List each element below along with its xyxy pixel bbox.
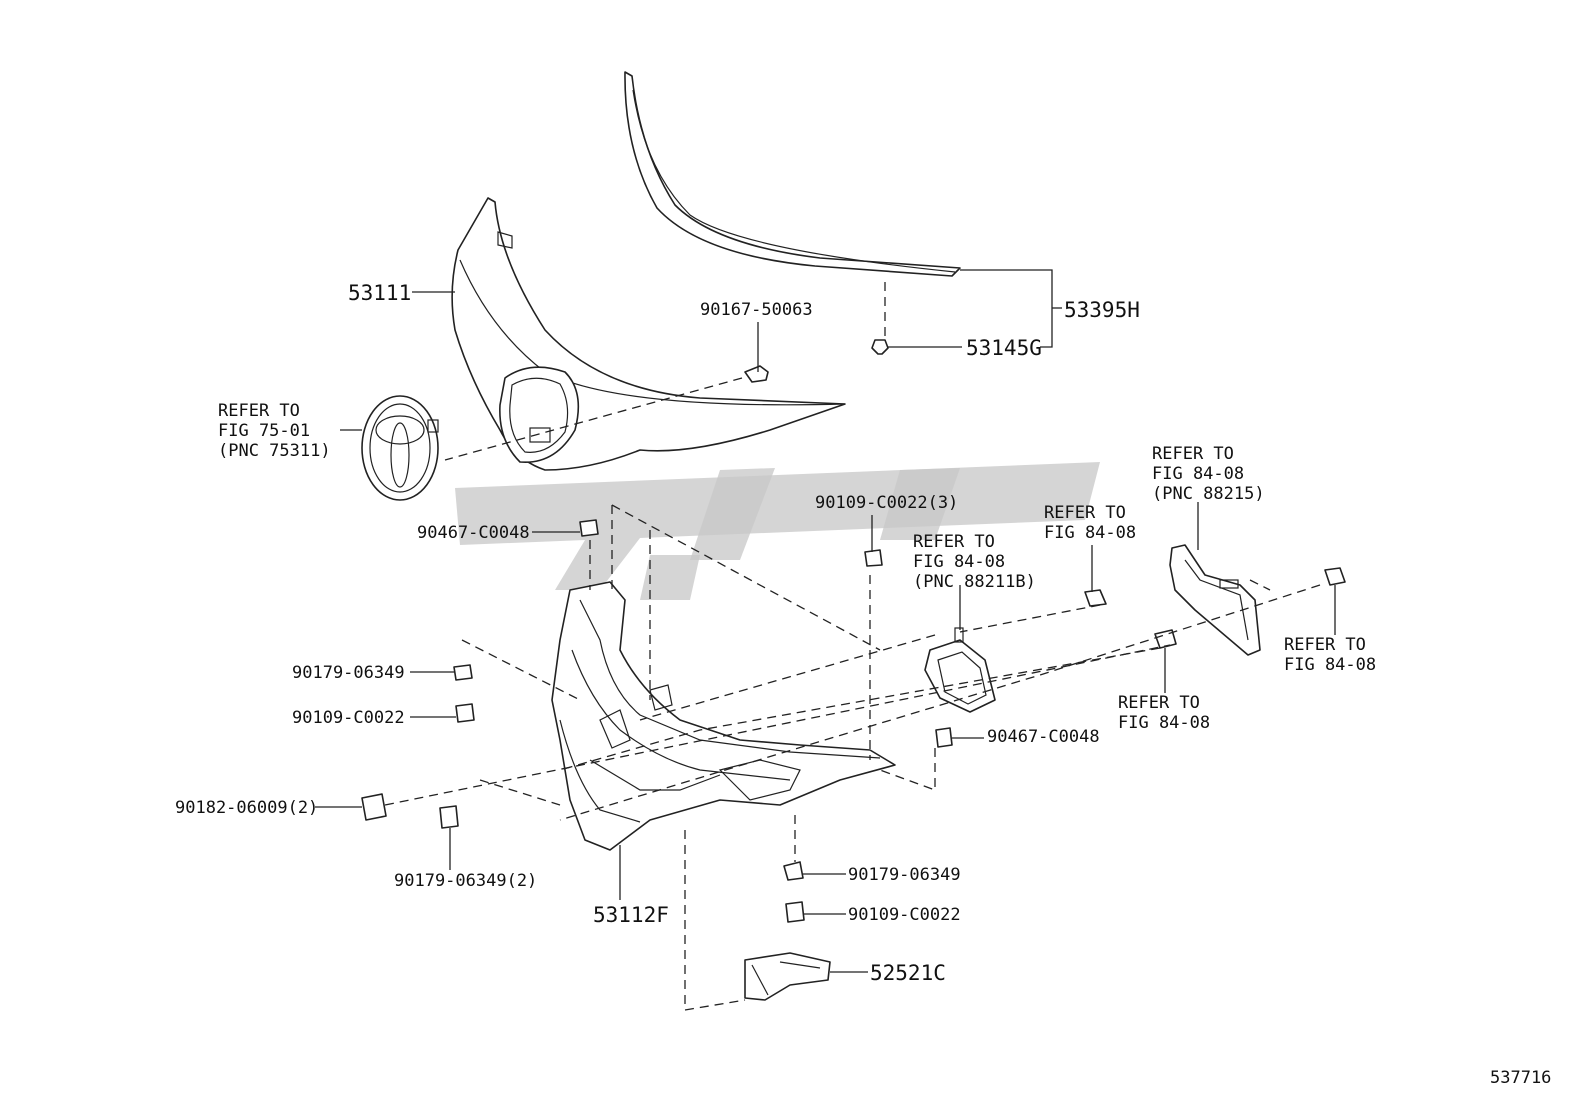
label-nut-bottom: 90179-06349 (848, 865, 961, 885)
label-clip: 53145G (966, 336, 1042, 360)
toyota-emblem (361, 395, 439, 501)
right-bracket (1169, 544, 1261, 656)
label-bolt-ref-right-1: REFER TO (1284, 635, 1366, 655)
upper-grille (451, 197, 846, 471)
label-bracket-ref-1: REFER TO (1152, 444, 1234, 464)
label-grille-lower: 53112F (593, 903, 669, 927)
label-bolt-set3: 90109-C0022(3) (815, 493, 958, 513)
label-sensor-ref-1: REFER TO (913, 532, 995, 552)
leader-lines (315, 269, 1336, 973)
label-sensor-ref-2: FIG 84-08 (913, 552, 1005, 572)
label-screw-upper: 90167-50063 (700, 300, 813, 320)
label-grille-upper: 53111 (348, 281, 411, 305)
label-bolt-bottom: 90109-C0022 (848, 905, 961, 925)
sensor-bracket (924, 627, 996, 713)
label-bolt-ref-mid-1: REFER TO (1118, 693, 1200, 713)
label-emblem-ref-3: (PNC 75311) (218, 441, 331, 461)
diagram-id: 537716 (1490, 1068, 1551, 1088)
label-bolt-ref-a-2: FIG 84-08 (1044, 523, 1136, 543)
bottom-bracket (744, 952, 831, 1001)
label-nut-left: 90179-06349 (292, 663, 405, 683)
label-bracket-ref-3: (PNC 88215) (1152, 484, 1265, 504)
label-bracket-bottom: 52521C (870, 961, 946, 985)
label-emblem-ref-1: REFER TO (218, 401, 300, 421)
label-sensor-ref-3: (PNC 88211B) (913, 572, 1036, 592)
molding-strip (624, 71, 961, 277)
label-molding: 53395H (1064, 298, 1140, 322)
label-bolt-left: 90109-C0022 (292, 708, 405, 728)
label-emblem-ref-2: FIG 75-01 (218, 421, 310, 441)
label-clip-right: 90467-C0048 (987, 727, 1100, 747)
watermark-logo (455, 462, 1100, 600)
label-grommet: 90182-06009(2) (175, 798, 318, 818)
label-bracket-ref-2: FIG 84-08 (1152, 464, 1244, 484)
label-bolt-ref-right-2: FIG 84-08 (1284, 655, 1376, 675)
assembly-lines (384, 282, 1321, 1011)
fasteners (361, 339, 1346, 923)
lower-grille-frame (551, 581, 896, 851)
label-bolt-ref-a-1: REFER TO (1044, 503, 1126, 523)
label-nut-left2: 90179-06349(2) (394, 871, 537, 891)
label-bolt-ref-mid-2: FIG 84-08 (1118, 713, 1210, 733)
label-clip-left: 90467-C0048 (417, 523, 530, 543)
